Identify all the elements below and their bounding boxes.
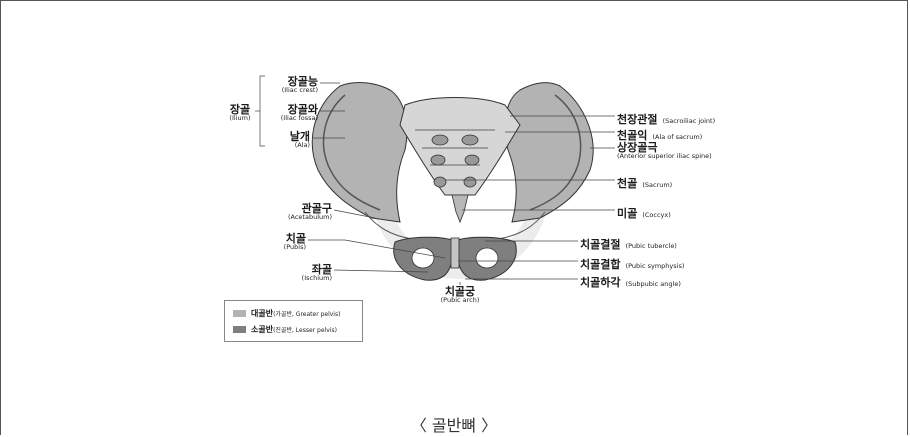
leader-lines (255, 75, 615, 285)
sacral-foramen (431, 134, 449, 146)
figure-caption: 〈 골반뼈 〉 (410, 416, 498, 435)
left-iliac-crest-line (322, 94, 381, 211)
acetabulum-en: (Acetabulum) (287, 213, 332, 221)
lesser-pelvis-text: 소골반(진골반, Lesser pelvis) (251, 324, 337, 335)
sacral-foramen (461, 134, 479, 146)
pubis-en: (Pubis) (283, 243, 306, 251)
acetabulum-ko: 관골구 (301, 202, 332, 215)
iliac-fossa-en: (Iliac fossa) (280, 114, 318, 122)
iliac-crest-en: (Iliac crest) (281, 86, 318, 94)
iliac-fossa-ko: 장골와 (287, 103, 318, 116)
right-iliac-crest-line (529, 94, 582, 211)
sacral-foramen (464, 154, 480, 166)
label-pubic-arch: 치골궁 (Pubic arch) (425, 286, 495, 304)
leader-pubis-b (344, 239, 446, 259)
label-iliac-crest: 장골능 (Iliac crest) (270, 76, 318, 94)
lesser-pelvis-swatch (233, 326, 246, 333)
asis-en: (Anterior superior iliac spine) (617, 152, 712, 160)
ala-ko: 날개 (289, 130, 310, 143)
pubic-tubercle-ko: 치골결절 (580, 238, 621, 251)
subpubic-angle-ko: 치골하각 (580, 276, 621, 289)
legend-item-greater-pelvis: 대골반(가골반, Greater pelvis) (233, 308, 340, 319)
coccyx-ko: 미골 (617, 207, 638, 220)
ischium-en: (Ischium) (301, 274, 332, 282)
sacral-lines (415, 129, 495, 181)
sacrum-ko: 천골 (617, 177, 638, 190)
greater-pelvis-ko: 대골반 (251, 309, 274, 318)
right-ilium (504, 82, 594, 223)
left-ilium (311, 82, 408, 223)
ala-en: (Ala) (294, 141, 310, 149)
ala-of-sacrum-ko: 천골익 (617, 129, 648, 142)
label-iliac-fossa: 장골와 (Iliac fossa) (262, 104, 318, 122)
greater-pelvis-swatch (233, 310, 246, 317)
label-acetabulum: 관골구 (Acetabulum) (262, 203, 332, 221)
asis-ko: 상장골극 (617, 141, 658, 154)
pubic-symphysis-ko: 치골결합 (580, 258, 621, 271)
label-ala-of-sacrum: 천골익 (Ala of sacrum) (617, 126, 702, 142)
coccyx-en: (Coccyx) (642, 211, 671, 219)
ilium-en: (Ilium) (229, 114, 251, 122)
lesser-pelvis-ko: 소골반 (251, 325, 274, 334)
label-pubic-symphysis: 치골결합 (Pubic symphysis) (580, 255, 684, 271)
legend-box: 대골반(가골반, Greater pelvis) 소골반(진골반, Lesser… (224, 300, 363, 342)
pubic-symphysis (450, 237, 460, 269)
label-sacrum: 천골 (Sacrum) (617, 174, 672, 190)
leader-acetabulum (333, 209, 376, 219)
left-obturator-foramen (411, 247, 435, 269)
label-sacroiliac-joint: 천장관절 (Sacroiliac joint) (617, 110, 715, 126)
right-obturator-foramen (475, 247, 499, 269)
greater-pelvis-note: (가골반, Greater pelvis) (273, 311, 341, 318)
sacrum-en: (Sacrum) (642, 181, 673, 189)
sacroiliac-joint-ko: 천장관절 (617, 113, 658, 126)
label-asis: 상장골극 (Anterior superior iliac spine) (617, 142, 712, 160)
subpubic-angle-en: (Subpubic angle) (625, 280, 681, 288)
label-ala: 날개 (Ala) (270, 131, 310, 149)
iliac-crest-ko: 장골능 (287, 75, 318, 88)
label-coccyx: 미골 (Coccyx) (617, 204, 671, 220)
coccyx (451, 194, 469, 224)
ilium-ko: 장골 (229, 103, 251, 116)
lesser-pelvis-note: (진골반, Lesser pelvis) (273, 327, 337, 334)
greater-pelvis-text: 대골반(가골반, Greater pelvis) (251, 308, 340, 319)
legend-item-lesser-pelvis: 소골반(진골반, Lesser pelvis) (233, 324, 337, 335)
label-ilium: 장골 (Ilium) (224, 104, 256, 122)
label-subpubic-angle: 치골하각 (Subpubic angle) (580, 273, 681, 289)
pubic-tubercle-en: (Pubic tubercle) (625, 242, 677, 250)
sacral-foramen (433, 176, 447, 188)
label-ischium: 좌골 (Ischium) (280, 264, 332, 282)
sacral-foramen (430, 154, 446, 166)
leader-ischium (333, 269, 429, 273)
pubic-symphysis-en: (Pubic symphysis) (625, 262, 685, 270)
sacroiliac-joint-en: (Sacroiliac joint) (662, 117, 716, 125)
pubic-arch-en: (Pubic arch) (440, 296, 480, 304)
ischium-ko: 좌골 (311, 263, 332, 276)
sacrum (399, 97, 521, 196)
ala-of-sacrum-en: (Ala of sacrum) (652, 133, 703, 141)
pubic-arch-ko: 치골궁 (444, 285, 476, 298)
sacral-foramen (463, 176, 477, 188)
label-pubis: 치골 (Pubis) (270, 233, 306, 251)
label-pubic-tubercle: 치골결절 (Pubic tubercle) (580, 235, 677, 251)
pubis-ko: 치골 (285, 232, 306, 245)
